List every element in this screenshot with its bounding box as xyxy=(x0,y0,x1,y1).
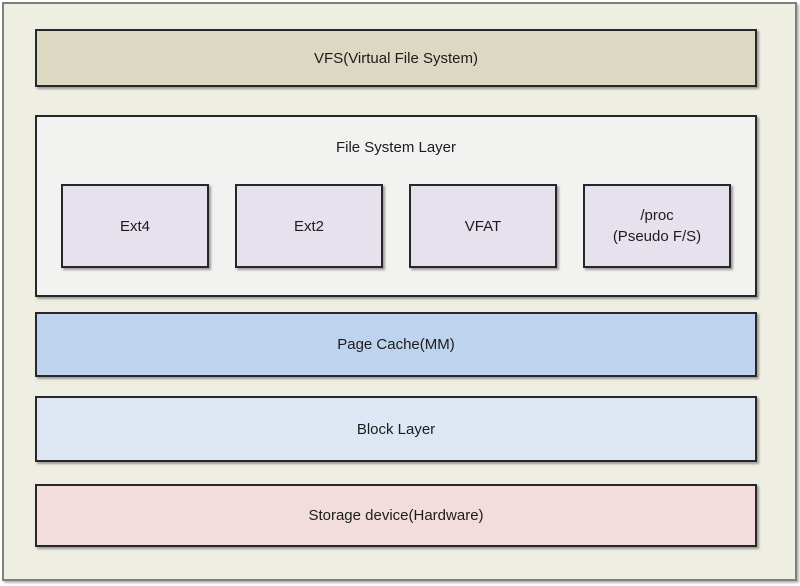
block-layer-label: Block Layer xyxy=(356,420,436,438)
fs-item-vfat-label: VFAT xyxy=(464,217,502,235)
block-layer-box: Block Layer xyxy=(35,396,757,462)
fs-item-vfat: VFAT xyxy=(409,184,557,268)
vfs-layer-label: VFS(Virtual File System) xyxy=(314,49,478,67)
fs-item-ext2-label: Ext2 xyxy=(293,217,324,235)
storage-device-layer-box: Storage device(Hardware) xyxy=(35,484,757,547)
vfs-layer-box: VFS(Virtual File System) xyxy=(35,29,757,87)
page-cache-layer-label: Page Cache(MM) xyxy=(337,336,455,353)
fs-item-ext4: Ext4 xyxy=(61,184,209,268)
file-system-layer-box: File System Layer Ext4 Ext2 VFAT /proc (… xyxy=(35,115,757,297)
file-system-layer-label: File System Layer xyxy=(335,139,457,156)
fs-item-ext2: Ext2 xyxy=(235,184,383,268)
fs-item-proc: /proc (Pseudo F/S) xyxy=(583,184,731,268)
page-cache-layer-box: Page Cache(MM) xyxy=(35,312,757,377)
fs-item-proc-label: /proc (Pseudo F/S) xyxy=(612,207,702,245)
file-system-items-row: Ext4 Ext2 VFAT /proc (Pseudo F/S) xyxy=(37,184,755,268)
storage-device-layer-label: Storage device(Hardware) xyxy=(308,507,484,524)
fs-item-ext4-label: Ext4 xyxy=(119,217,150,235)
